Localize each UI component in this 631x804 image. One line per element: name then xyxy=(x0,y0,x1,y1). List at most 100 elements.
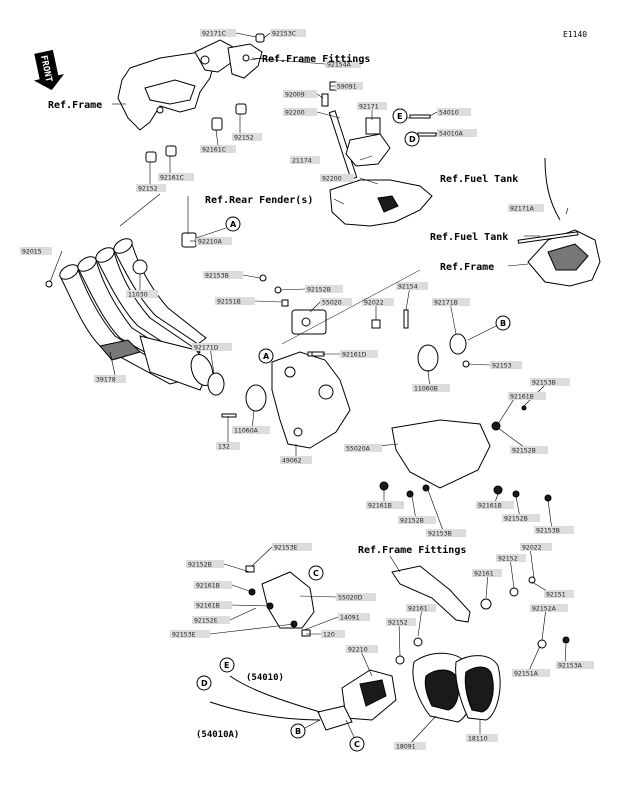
part-label: 92161B xyxy=(368,503,392,510)
callout-b-bottom-label: B xyxy=(295,727,301,736)
part-label: 92171A xyxy=(510,206,535,213)
part-label: 92161B xyxy=(510,394,534,401)
callout-d-bottom-label: D xyxy=(201,679,208,688)
part-label: 132 xyxy=(218,444,230,451)
part-label: 92161B xyxy=(196,603,220,610)
callout-a-mid-icon xyxy=(258,348,274,364)
part-label: 92151 xyxy=(546,592,566,599)
part-label: 92153C xyxy=(272,31,296,38)
part-label: 92153B xyxy=(532,380,556,387)
callout-d-top-icon xyxy=(404,131,420,147)
callout-e-bottom-label: E xyxy=(224,661,229,670)
callout-b-bottom-icon xyxy=(290,723,306,739)
muffler-bracket-shape xyxy=(391,565,570,665)
part-label: 92161 xyxy=(408,606,428,613)
part-label: 92152 xyxy=(498,556,518,563)
grommet-92161c-shape xyxy=(211,117,223,131)
part-label: 14091 xyxy=(340,615,360,622)
callout-b-top-icon xyxy=(495,315,511,331)
part-label: 92154 xyxy=(398,284,418,291)
front-arrow-icon: FRONT xyxy=(33,49,64,91)
callout-c-bottom-icon xyxy=(349,736,365,752)
part-label: 39178 xyxy=(96,377,116,384)
part-label: 92154A xyxy=(327,62,352,69)
ref-frame-fittings-top: Ref.Frame Fittings xyxy=(262,53,370,65)
callout-a-top-icon xyxy=(225,216,241,232)
part-label: 92153B xyxy=(205,273,229,280)
leader-lines xyxy=(49,32,569,747)
cable-ref-d: (54010A) xyxy=(196,730,239,740)
ref-frame-fittings-bottom: Ref.Frame Fittings xyxy=(358,544,466,556)
grommet-92152-shape xyxy=(235,103,247,115)
part-label: 92153 xyxy=(492,363,512,370)
parts-illustration xyxy=(45,33,601,731)
part-label: 49062 xyxy=(282,458,302,465)
part-label: 92151B xyxy=(217,299,241,306)
part-label: 92200 xyxy=(322,176,342,183)
frame-bracket-shape xyxy=(117,39,263,131)
ref-rear-fender: Ref.Rear Fender(s) xyxy=(205,195,313,206)
part-label: 21174 xyxy=(292,158,312,165)
gasket-11060a-shape xyxy=(245,384,267,412)
part-label: 55020 xyxy=(322,300,342,307)
part-label: 92153E xyxy=(172,632,196,639)
part-label: 92152B xyxy=(307,287,331,294)
part-label: 92152 xyxy=(138,186,158,193)
muffler-shape xyxy=(317,652,501,731)
callout-d-bottom-icon xyxy=(196,675,212,691)
part-label: 92171D xyxy=(194,345,219,352)
part-label: 92151A xyxy=(514,671,539,678)
part-label: 92009 xyxy=(285,92,305,99)
part-label: 55020D xyxy=(338,595,363,602)
part-label: 92152B xyxy=(504,516,528,523)
part-label: 92152B xyxy=(512,448,536,455)
callout-e-bottom-icon xyxy=(219,657,235,673)
reference-labels: Ref.Frame Fittings Ref.Frame Ref.Fuel Ta… xyxy=(48,53,540,573)
callout-markers: A A B E D C E (54010) D (54010A) B C xyxy=(195,108,511,752)
part-label: 92152B xyxy=(400,518,424,525)
part-label: 54010A xyxy=(439,131,464,138)
callout-c-top-label: C xyxy=(313,569,319,578)
connecting-lines xyxy=(119,193,421,345)
part-label: 92171B xyxy=(434,300,458,307)
part-label: 18091 xyxy=(396,744,416,751)
part-label: 92153A xyxy=(558,663,583,670)
ref-frame-left: Ref.Frame xyxy=(48,100,102,111)
callout-c-bottom-label: C xyxy=(354,740,360,749)
callout-d-top-label: D xyxy=(409,135,416,144)
part-label: 92161 xyxy=(474,571,494,578)
part-label: 11060A xyxy=(234,428,259,435)
callout-e-top-label: E xyxy=(397,112,402,121)
part-label: 54010 xyxy=(439,110,459,117)
callout-b-top-label: B xyxy=(500,319,506,328)
part-label: 92161C xyxy=(202,147,226,154)
part-label: 55020A xyxy=(346,446,371,453)
part-label: 92171C xyxy=(202,31,226,38)
callout-c-top-icon xyxy=(308,565,324,581)
part-label: 59091 xyxy=(337,84,357,91)
ref-frame-right: Ref.Frame xyxy=(440,262,494,273)
cable-ref-e: (54010) xyxy=(246,673,284,683)
part-label: 92171 xyxy=(359,104,379,111)
part-label: 11030 xyxy=(128,292,148,299)
exhaust-header-shape xyxy=(45,238,214,391)
part-label: 92210A xyxy=(198,239,223,246)
callout-a-top-label: A xyxy=(230,220,237,229)
lower-guard-shape xyxy=(245,565,315,637)
part-label: 18110 xyxy=(468,736,488,743)
part-labels: 92171C 92153C 92154A 59091 92009 92200 9… xyxy=(20,29,594,751)
part-label: 92152 xyxy=(388,620,408,627)
part-label: 92152A xyxy=(532,606,557,613)
part-label: 92161D xyxy=(342,352,367,359)
part-label: 120 xyxy=(323,632,335,639)
part-label: 92161C xyxy=(160,175,184,182)
part-label: 92022 xyxy=(364,300,384,307)
part-label: 92152 xyxy=(234,135,254,142)
part-label: 92153B xyxy=(428,531,452,538)
part-label: 92210 xyxy=(348,647,368,654)
part-label: 92161B xyxy=(478,503,502,510)
part-label: 11060B xyxy=(414,386,438,393)
callout-e-top-icon xyxy=(392,108,408,124)
